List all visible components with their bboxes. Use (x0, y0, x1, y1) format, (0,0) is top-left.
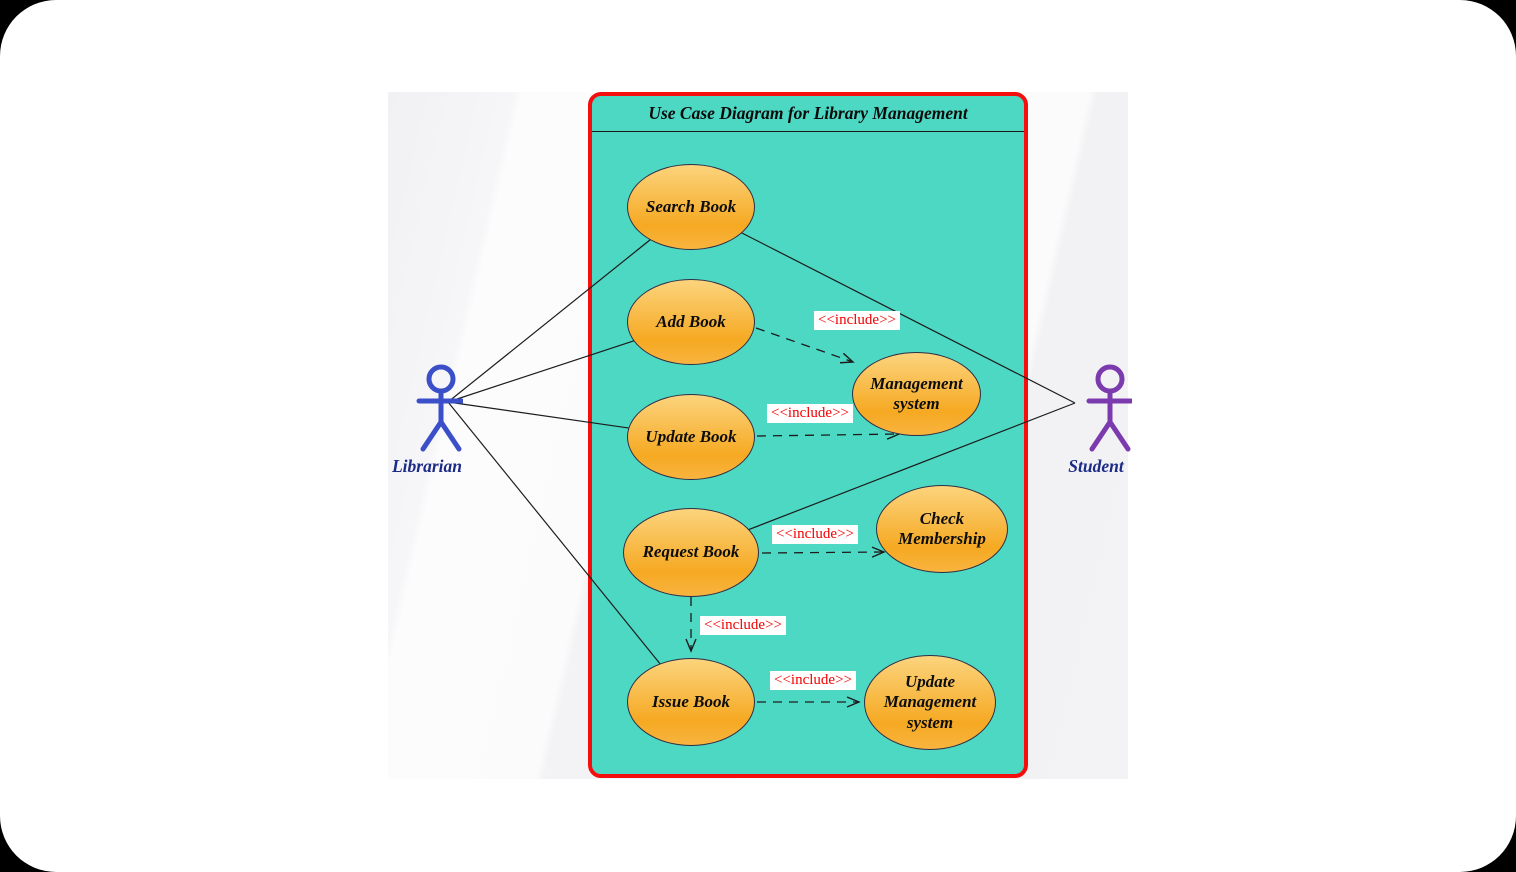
diagram-title: Use Case Diagram for Library Management (592, 96, 1024, 132)
use-case-update-management-system[interactable]: Update Management system (864, 655, 996, 750)
include-stereotype-label: <<include>> (767, 404, 853, 423)
actor-student[interactable]: Student (1046, 362, 1146, 477)
use-case-label: Update Management system (883, 672, 977, 732)
use-case-issue-book[interactable]: Issue Book (627, 658, 755, 746)
use-case-search-book[interactable]: Search Book (627, 164, 755, 250)
use-case-check-membership[interactable]: Check Membership (876, 485, 1008, 573)
include-stereotype-label: <<include>> (814, 311, 900, 330)
use-case-request-book[interactable]: Request Book (623, 508, 759, 597)
actor-student-label: Student (1068, 456, 1124, 476)
actor-librarian[interactable]: Librarian (377, 362, 477, 477)
use-case-label: Issue Book (652, 691, 730, 711)
include-stereotype-label: <<include>> (770, 671, 856, 690)
use-case-management-system[interactable]: Management system (852, 352, 981, 436)
use-case-label: Search Book (645, 196, 737, 216)
student-stick-figure-icon (1086, 364, 1132, 452)
use-case-add-book[interactable]: Add Book (627, 279, 755, 365)
use-case-label: Management system (870, 373, 963, 413)
use-case-label: Request Book (642, 542, 740, 562)
use-case-update-book[interactable]: Update Book (627, 394, 755, 480)
librarian-stick-figure-icon (416, 364, 463, 452)
include-stereotype-label: <<include>> (700, 616, 786, 635)
include-stereotype-label: <<include>> (772, 525, 858, 544)
use-case-label: Check Membership (898, 508, 986, 548)
actor-librarian-label: Librarian (391, 456, 463, 476)
use-case-label: Add Book (656, 311, 726, 331)
use-case-label: Update Book (645, 426, 737, 446)
